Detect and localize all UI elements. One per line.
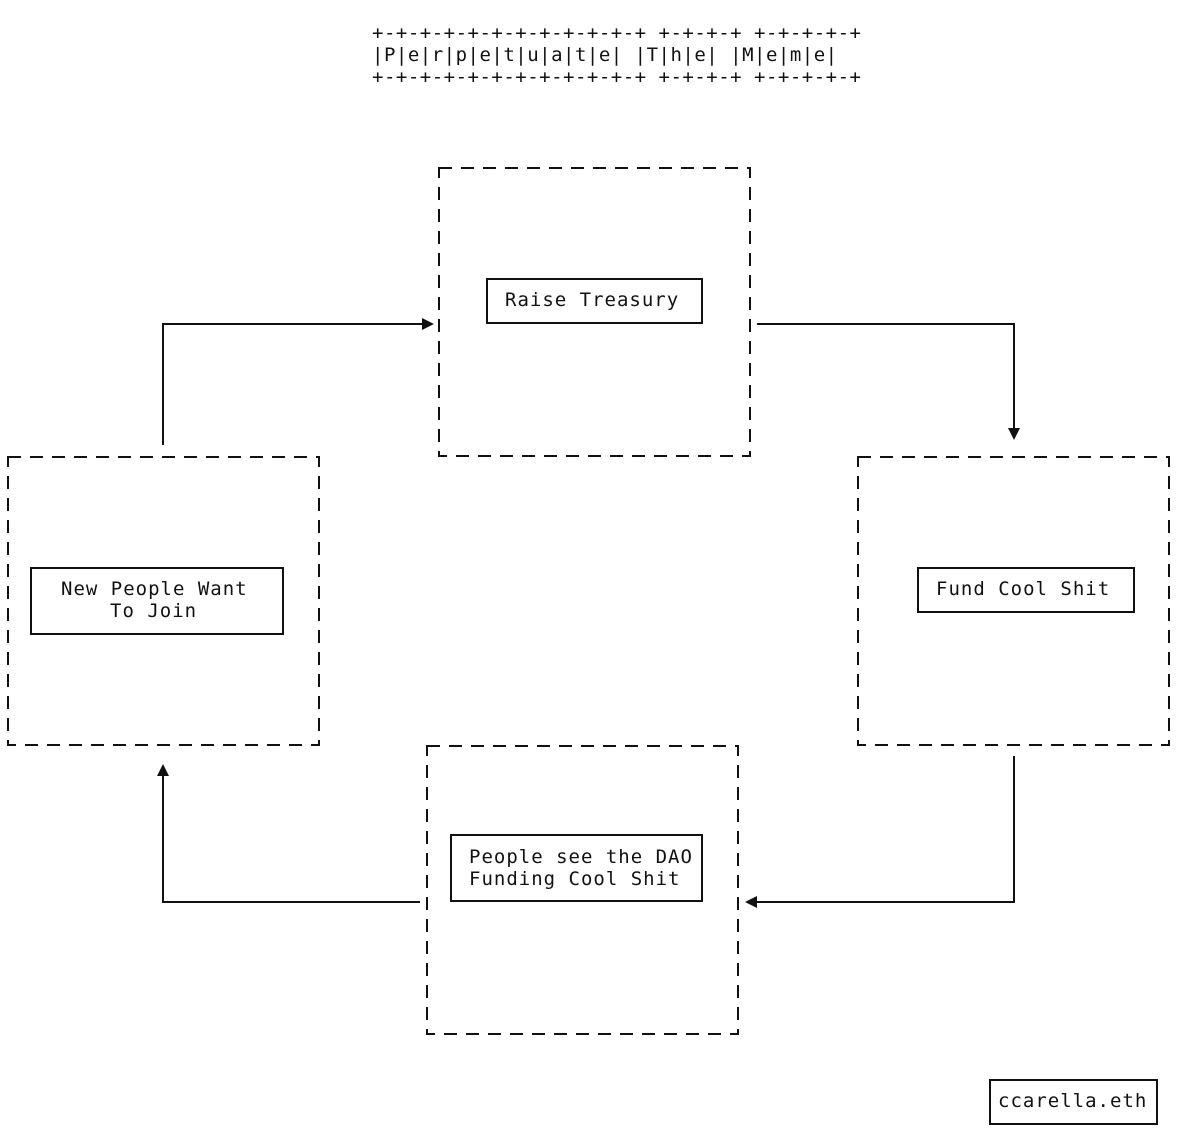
stage-frame-new-people [7, 456, 320, 746]
node-box-raise-treasury [486, 278, 703, 324]
arrow-fund-to-people-see [755, 756, 1015, 903]
title-banner-top: +-+-+-+-+-+-+-+-+-+-+-+ +-+-+-+ +-+-+-+-… [372, 22, 862, 44]
node-label-people-see-line2: Funding Cool Shit [469, 868, 681, 890]
arrowhead-into-people-see [745, 896, 757, 908]
stage-frame-raise-treasury [438, 167, 751, 457]
node-label-new-people-line2: To Join [110, 600, 198, 622]
node-label-raise-treasury: Raise Treasury [505, 289, 680, 311]
node-box-new-people [30, 567, 284, 635]
arrow-raise-to-fund [757, 323, 1015, 430]
node-box-people-see [450, 834, 703, 902]
arrowhead-into-new-people [157, 764, 169, 776]
stage-frame-fund-cool-shit [857, 456, 1170, 746]
title-banner-text: |P|e|r|p|e|t|u|a|t|e| |T|h|e| |M|e|m|e| [372, 44, 838, 66]
stage-frame-people-see [426, 745, 739, 1035]
node-label-people-see-line1: People see the DAO [469, 846, 693, 868]
node-label-new-people-line1: New People Want [61, 578, 248, 600]
signature-box [989, 1079, 1158, 1125]
arrowhead-into-fund [1008, 428, 1020, 440]
node-label-fund-cool-shit: Fund Cool Shit [936, 578, 1111, 600]
signature-text: ccarella.eth [998, 1090, 1148, 1112]
title-banner-bottom: +-+-+-+-+-+-+-+-+-+-+-+ +-+-+-+ +-+-+-+-… [372, 66, 862, 88]
arrow-people-see-to-new-people [162, 775, 420, 903]
arrow-new-people-to-raise [162, 323, 424, 445]
node-box-fund-cool-shit [917, 567, 1135, 613]
arrowhead-into-raise [422, 318, 434, 330]
